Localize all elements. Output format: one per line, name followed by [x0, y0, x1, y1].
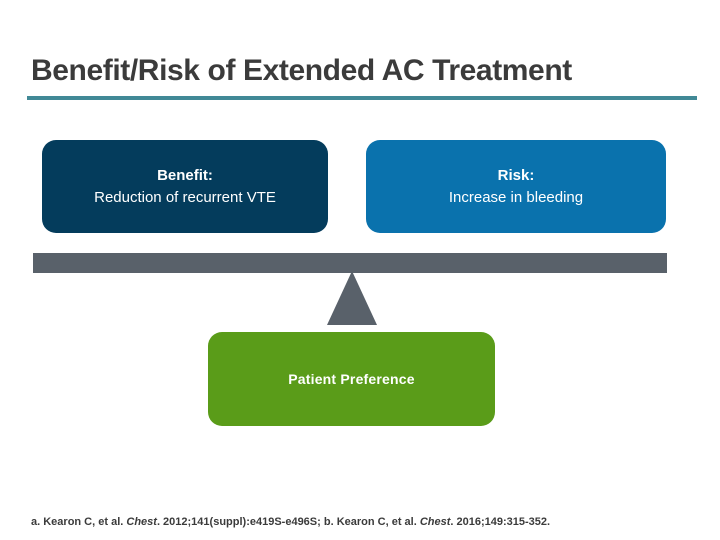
citation-footnote: a. Kearon C, et al. Chest. 2012;141(supp… — [31, 515, 701, 529]
benefit-box: Benefit: Reduction of recurrent VTE — [42, 140, 328, 233]
patient-preference-box: Patient Preference — [208, 332, 495, 426]
page-title: Benefit/Risk of Extended AC Treatment — [31, 54, 572, 87]
risk-box: Risk: Increase in bleeding — [366, 140, 666, 233]
citation-a-prefix: a. Kearon C, et al. — [31, 516, 127, 528]
balance-beam — [33, 253, 667, 273]
risk-detail: Increase in bleeding — [448, 188, 584, 206]
risk-heading: Risk: — [497, 166, 535, 184]
title-underline-rule — [27, 96, 697, 100]
citation-a-suffix: . 2012;141(suppl):e419S-e496S; — [156, 516, 324, 528]
patient-preference-label: Patient Preference — [288, 371, 415, 387]
citation-a-journal: Chest — [126, 516, 157, 528]
citation-b-journal: Chest — [419, 516, 451, 528]
benefit-heading: Benefit: — [157, 166, 213, 184]
citation-b-prefix: b. Kearon C, et al. — [323, 516, 420, 528]
citation-b-suffix: . 2016;149:315-352. — [450, 516, 551, 528]
benefit-detail: Reduction of recurrent VTE — [94, 188, 276, 206]
balance-fulcrum-triangle-icon — [327, 271, 377, 325]
